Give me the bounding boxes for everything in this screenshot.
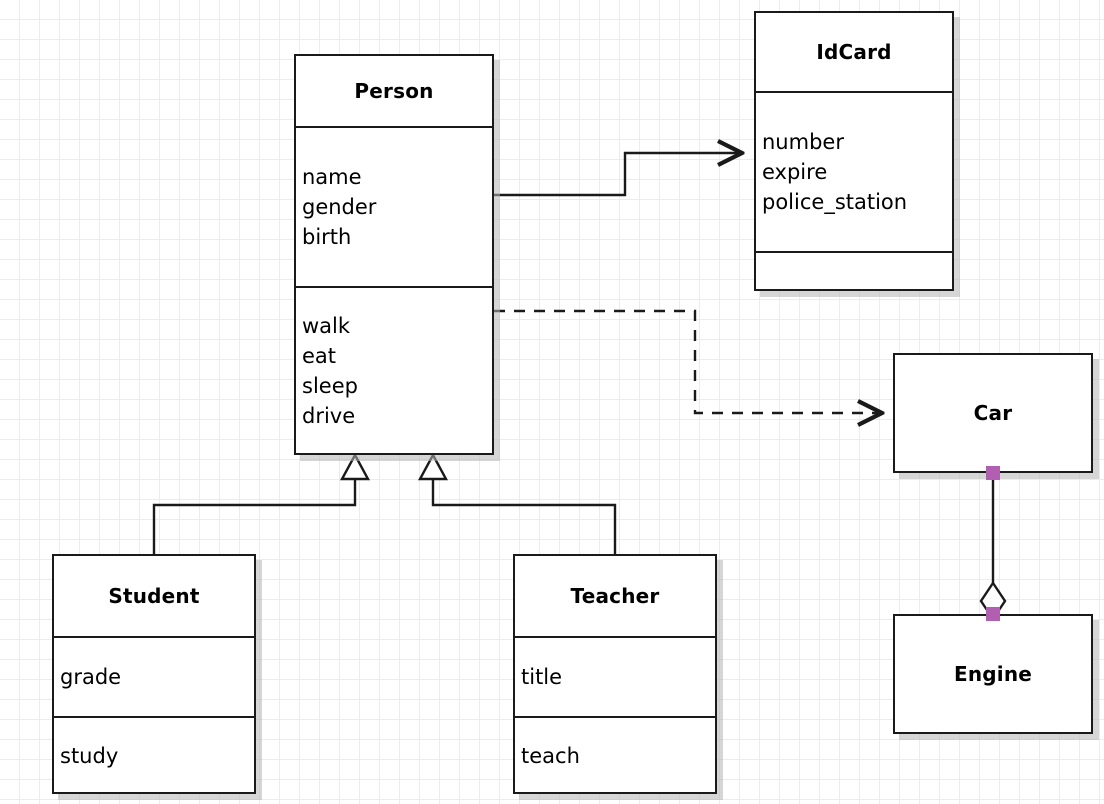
class-methods-compartment: walk eat sleep drive: [296, 286, 492, 453]
class-box-teacher[interactable]: Teacher title teach: [513, 554, 717, 794]
attribute-item: gender: [302, 195, 377, 219]
class-box-student[interactable]: Student grade study: [52, 554, 256, 794]
class-title-compartment: Car: [895, 355, 1091, 471]
class-title-compartment: Engine: [895, 616, 1091, 732]
class-name-engine: Engine: [953, 662, 1033, 686]
method-item: sleep: [302, 373, 358, 398]
attribute-item: name: [302, 165, 362, 189]
connection-endpoint-marker-engine[interactable]: [986, 607, 1000, 621]
edge-person-idcard[interactable]: [494, 153, 742, 197]
edge-teacher-person[interactable]: [417, 452, 617, 554]
class-attributes-compartment: number expire police_station: [756, 91, 952, 251]
method-item: eat: [302, 343, 337, 368]
class-name-teacher: Teacher: [570, 584, 660, 608]
edge-car-engine[interactable]: [979, 473, 1007, 622]
class-box-engine[interactable]: Engine: [893, 614, 1093, 734]
attribute-item: police_station: [762, 190, 908, 214]
attribute-item: number: [762, 130, 844, 154]
class-title-compartment: Student: [54, 556, 254, 636]
method-item: walk: [302, 313, 351, 338]
class-name-person: Person: [354, 79, 434, 103]
class-name-idcard: IdCard: [816, 40, 892, 64]
method-item: study: [60, 744, 119, 768]
edge-person-car[interactable]: [494, 309, 882, 413]
class-methods-compartment: teach: [515, 716, 715, 794]
class-title-compartment: IdCard: [756, 13, 952, 91]
method-item: drive: [302, 403, 356, 428]
class-attributes-compartment: name gender birth: [296, 126, 492, 286]
class-attributes-compartment: grade: [54, 636, 254, 716]
connection-endpoint-marker-car[interactable]: [986, 466, 1000, 480]
class-attributes-compartment: title: [515, 636, 715, 716]
class-box-idcard[interactable]: IdCard number expire police_station: [754, 11, 954, 291]
attribute-item: expire: [762, 160, 828, 184]
class-box-person[interactable]: Person name gender birth walk eat sleep …: [294, 54, 494, 455]
class-methods-compartment: study: [54, 716, 254, 794]
edge-student-person[interactable]: [152, 452, 371, 554]
attribute-item: grade: [60, 665, 122, 689]
class-title-compartment: Person: [296, 56, 492, 126]
attribute-item: birth: [302, 225, 352, 249]
attribute-item: title: [521, 665, 563, 689]
class-box-car[interactable]: Car: [893, 353, 1093, 473]
class-name-car: Car: [973, 401, 1013, 425]
class-title-compartment: Teacher: [515, 556, 715, 636]
class-methods-compartment: [756, 251, 952, 289]
method-item: teach: [521, 744, 580, 768]
class-name-student: Student: [108, 584, 200, 608]
